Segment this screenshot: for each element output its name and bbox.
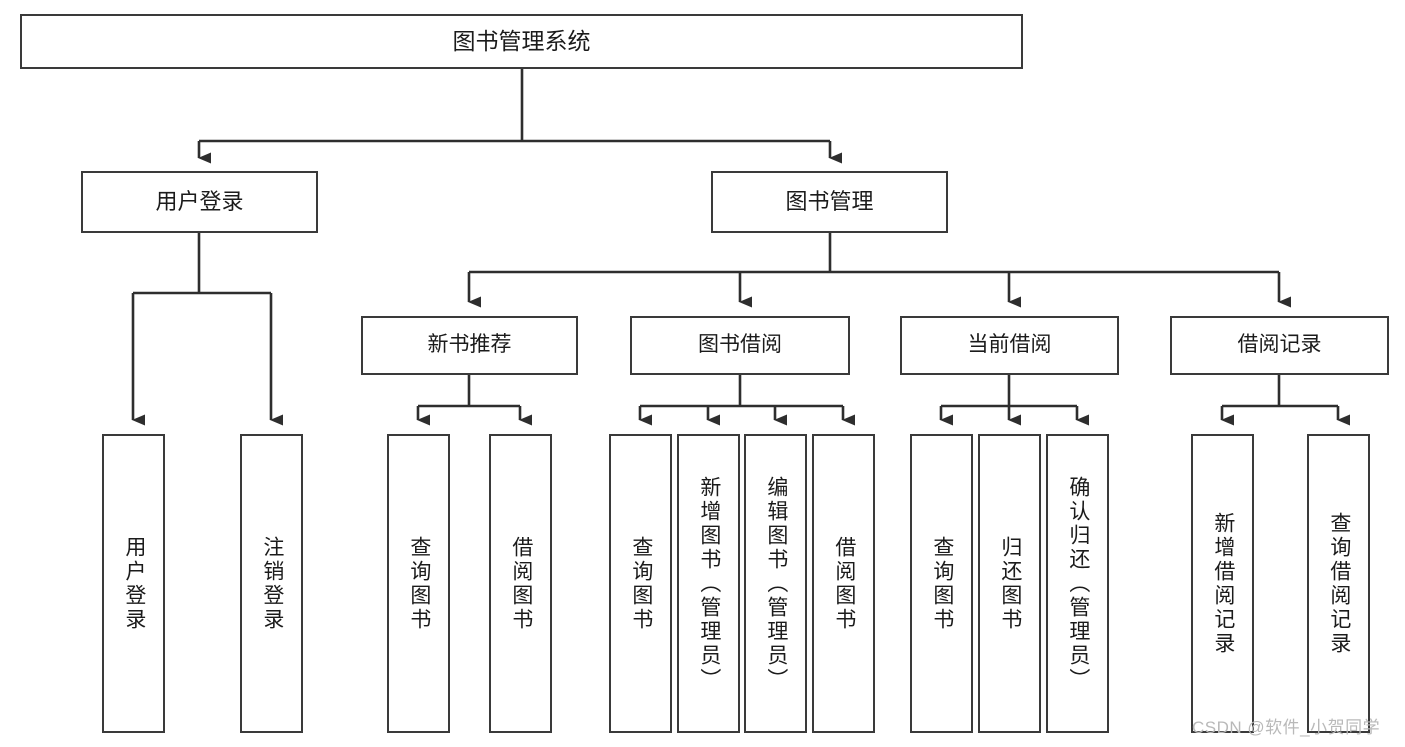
leaf-borrow-record-query[interactable]: 查询借阅记录 [1307, 434, 1370, 733]
node-new-book-recommend-label: 新书推荐 [427, 333, 512, 357]
leaf-book-borrow-add-label: 新增图书（管理员） [697, 475, 721, 692]
leaf-borrow-record-query-label: 查询借阅记录 [1327, 511, 1351, 656]
leaf-new-book-borrow[interactable]: 借阅图书 [489, 434, 552, 733]
node-current-borrow[interactable]: 当前借阅 [900, 316, 1119, 375]
node-book-management-label: 图书管理 [785, 189, 874, 215]
leaf-book-borrow-query[interactable]: 查询图书 [609, 434, 672, 733]
leaf-current-borrow-confirm-label: 确认归还（管理员） [1066, 475, 1090, 692]
leaf-book-borrow-edit-label: 编辑图书（管理员） [764, 475, 788, 692]
leaf-book-borrow-edit[interactable]: 编辑图书（管理员） [744, 434, 807, 733]
leaf-new-book-query[interactable]: 查询图书 [387, 434, 450, 733]
leaf-borrow-record-add[interactable]: 新增借阅记录 [1191, 434, 1254, 733]
leaf-current-borrow-query-label: 查询图书 [930, 535, 954, 632]
node-borrow-record[interactable]: 借阅记录 [1170, 316, 1389, 375]
node-book-management[interactable]: 图书管理 [711, 171, 948, 233]
leaf-current-borrow-confirm[interactable]: 确认归还（管理员） [1046, 434, 1109, 733]
node-borrow-record-label: 借阅记录 [1237, 333, 1322, 357]
leaf-user-login-signin-label: 用户登录 [122, 535, 146, 632]
node-book-borrow-label: 图书借阅 [698, 333, 782, 357]
watermark-text: CSDN @软件_小贺同学 [1192, 718, 1381, 737]
leaf-borrow-record-add-label: 新增借阅记录 [1211, 511, 1235, 656]
node-user-login-label: 用户登录 [155, 189, 244, 215]
leaf-current-borrow-return[interactable]: 归还图书 [978, 434, 1041, 733]
node-current-borrow-label: 当前借阅 [967, 333, 1052, 357]
node-new-book-recommend[interactable]: 新书推荐 [361, 316, 578, 375]
leaf-book-borrow-query-label: 查询图书 [629, 535, 653, 632]
leaf-user-login-signin[interactable]: 用户登录 [102, 434, 165, 733]
leaf-book-borrow-lend-label: 借阅图书 [832, 535, 856, 632]
node-book-borrow[interactable]: 图书借阅 [630, 316, 850, 375]
leaf-user-login-signout-label: 注销登录 [260, 535, 284, 632]
node-root-system[interactable]: 图书管理系统 [20, 14, 1023, 69]
leaf-new-book-borrow-label: 借阅图书 [509, 535, 533, 632]
leaf-user-login-signout[interactable]: 注销登录 [240, 434, 303, 733]
node-root-system-label: 图书管理系统 [452, 27, 591, 54]
leaf-book-borrow-lend[interactable]: 借阅图书 [812, 434, 875, 733]
leaf-current-borrow-return-label: 归还图书 [998, 535, 1022, 632]
node-user-login[interactable]: 用户登录 [81, 171, 318, 233]
leaf-book-borrow-add[interactable]: 新增图书（管理员） [677, 434, 740, 733]
leaf-new-book-query-label: 查询图书 [407, 535, 431, 632]
leaf-current-borrow-query[interactable]: 查询图书 [910, 434, 973, 733]
